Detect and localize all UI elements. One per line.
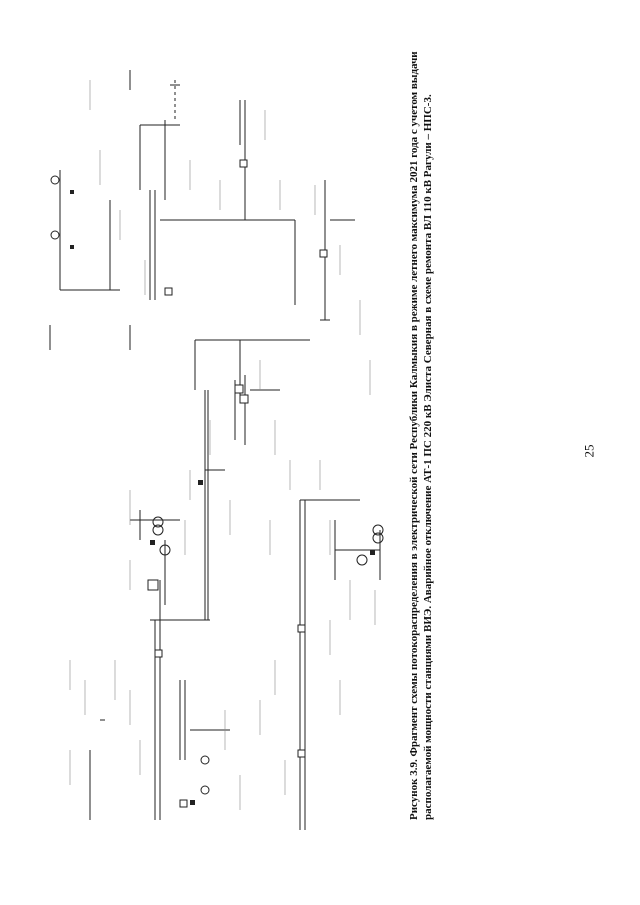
breaker-box xyxy=(297,624,306,633)
breaker-box xyxy=(179,799,188,808)
transformer-symbol xyxy=(152,516,164,528)
closed-breaker xyxy=(150,540,155,545)
caption-text-2: располагаемой мощности станциями ВИЭ. Ав… xyxy=(422,94,434,820)
transformer-symbol xyxy=(372,524,384,536)
caption-line-2: располагаемой мощности станциями ВИЭ. Ав… xyxy=(421,60,435,820)
closed-breaker xyxy=(70,245,74,249)
breaker-box xyxy=(239,159,248,168)
page-number: 25 xyxy=(581,444,597,458)
caption-label: Рисунок 3.9. xyxy=(408,759,420,820)
generator-symbol xyxy=(200,755,210,765)
breaker-box xyxy=(147,579,159,591)
breaker-box xyxy=(164,287,173,296)
breaker-box xyxy=(319,249,328,258)
closed-breaker xyxy=(190,800,195,805)
transformer-symbol xyxy=(159,544,171,556)
caption-text-1: Фрагмент схемы потокораспределения в эле… xyxy=(408,51,420,760)
transformer-symbol xyxy=(372,532,384,544)
caption-line-1: Рисунок 3.9. Фрагмент схемы потокораспре… xyxy=(407,51,421,820)
closed-breaker xyxy=(70,190,74,194)
breaker-box xyxy=(154,649,163,658)
breaker-box xyxy=(297,749,306,758)
breaker-box xyxy=(234,384,244,394)
closed-breaker xyxy=(370,550,375,555)
generator-symbol xyxy=(200,785,210,795)
generator-symbol xyxy=(50,175,60,185)
closed-breaker xyxy=(198,480,203,485)
generator-symbol xyxy=(50,230,60,240)
figure-caption: Рисунок 3.9. Фрагмент схемы потокораспре… xyxy=(407,51,435,820)
breaker-box xyxy=(239,394,249,404)
network-schematic xyxy=(49,70,384,830)
transformer-symbol xyxy=(356,554,368,566)
transformer-symbol xyxy=(152,524,164,536)
